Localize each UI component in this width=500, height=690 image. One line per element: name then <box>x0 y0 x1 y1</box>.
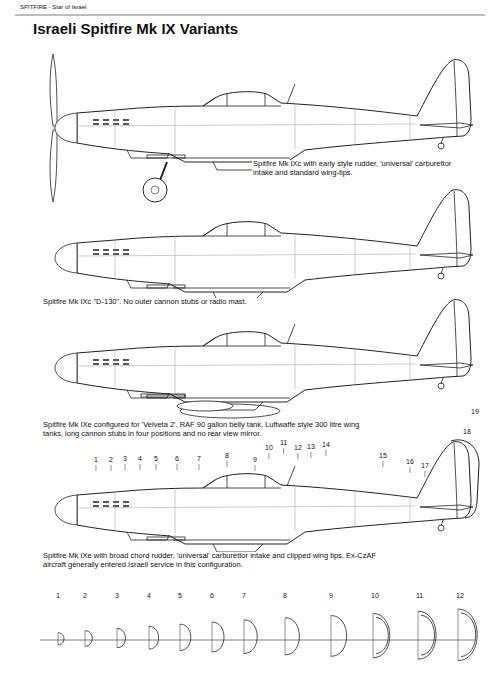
section-number: 9 <box>328 592 334 599</box>
aircraft-profile <box>55 440 479 552</box>
callout-number: 5 <box>153 455 159 462</box>
section-number: 6 <box>209 592 215 599</box>
cross-section <box>117 628 125 647</box>
leader-line <box>424 471 425 477</box>
section-number: 8 <box>282 592 288 599</box>
aircraft-profile <box>55 190 473 300</box>
callout-number: 13 <box>306 443 316 450</box>
section-number: 1 <box>55 592 61 599</box>
callout-number: 3 <box>122 455 128 462</box>
leader-line <box>124 464 125 470</box>
leader-line <box>95 465 96 471</box>
section-centreline <box>85 631 86 647</box>
leader-line <box>176 464 177 470</box>
callout-number: 19 <box>470 408 480 415</box>
callout-number: 16 <box>405 458 415 465</box>
header-rule <box>15 15 485 16</box>
cross-section <box>244 620 257 654</box>
callout-number: 14 <box>321 441 331 448</box>
leader-line <box>310 452 311 458</box>
caption: Spitfire Mk IXe configured for 'Velveta … <box>42 421 379 438</box>
cross-section <box>58 633 64 645</box>
leader-line <box>110 465 111 471</box>
section-centreline <box>373 613 374 657</box>
callout-number: 6 <box>174 455 180 462</box>
leader-line <box>254 465 255 471</box>
section-number: 2 <box>82 592 88 599</box>
caption: Spitfire Mk IXe with broad chord rudder,… <box>42 552 384 569</box>
section-number: 12 <box>455 592 465 599</box>
section-number: 10 <box>370 592 380 599</box>
leader-line <box>155 464 156 470</box>
section-number: 5 <box>177 592 183 599</box>
leader-line <box>139 464 140 470</box>
leader-line <box>382 461 383 467</box>
section-baseline <box>40 640 475 641</box>
cross-section <box>418 611 436 659</box>
section-centreline <box>458 609 459 661</box>
callout-number: 8 <box>224 452 230 459</box>
cross-section <box>180 624 191 650</box>
caption: Spitfire Mk IXc "D-130". No outer cannon… <box>42 298 424 307</box>
running-header: SPITFIRE - Star of Israel <box>20 4 86 11</box>
section-centreline <box>244 620 245 654</box>
aircraft-profile <box>55 300 473 418</box>
cross-section <box>331 616 347 657</box>
section-centreline <box>331 616 332 657</box>
section-centreline <box>285 618 286 655</box>
callout-number: 7 <box>196 455 202 462</box>
section-number: 7 <box>241 592 247 599</box>
section-number: 11 <box>415 592 424 599</box>
cross-section <box>285 618 299 655</box>
callout-number: 10 <box>264 444 274 451</box>
leader-line <box>409 467 410 473</box>
leader-line <box>283 448 284 454</box>
leader-line <box>297 453 298 459</box>
section-centreline <box>418 611 419 659</box>
callout-number: 1 <box>93 456 99 463</box>
leader-line <box>268 453 269 459</box>
cross-section <box>458 609 477 661</box>
section-number: 3 <box>114 592 120 599</box>
section-centreline <box>212 622 213 652</box>
callout-number: 9 <box>252 456 258 463</box>
leader-line <box>325 450 326 456</box>
callout-number: 17 <box>420 462 430 469</box>
page-title: Israeli Spitfire Mk IX Variants <box>33 20 238 37</box>
section-centreline <box>58 633 59 645</box>
cross-section <box>149 626 159 649</box>
callout-number: 12 <box>293 444 303 451</box>
cross-section <box>85 631 92 647</box>
cross-section <box>373 613 390 657</box>
section-number: 4 <box>146 592 152 599</box>
section-centreline <box>149 626 150 649</box>
callout-number: 15 <box>378 452 388 459</box>
section-centreline <box>180 624 181 650</box>
caption: Spitfire Mk IXc with early style rudder,… <box>252 160 474 177</box>
leader-line <box>198 464 199 470</box>
callout-number: 11 <box>279 439 288 446</box>
leader-line <box>226 461 227 467</box>
section-centreline <box>117 628 118 647</box>
callout-number: 4 <box>137 455 143 462</box>
aircraft-profile <box>50 54 473 202</box>
callout-number: 2 <box>108 456 114 463</box>
callout-number: 18 <box>462 428 472 435</box>
cross-section <box>212 622 224 652</box>
